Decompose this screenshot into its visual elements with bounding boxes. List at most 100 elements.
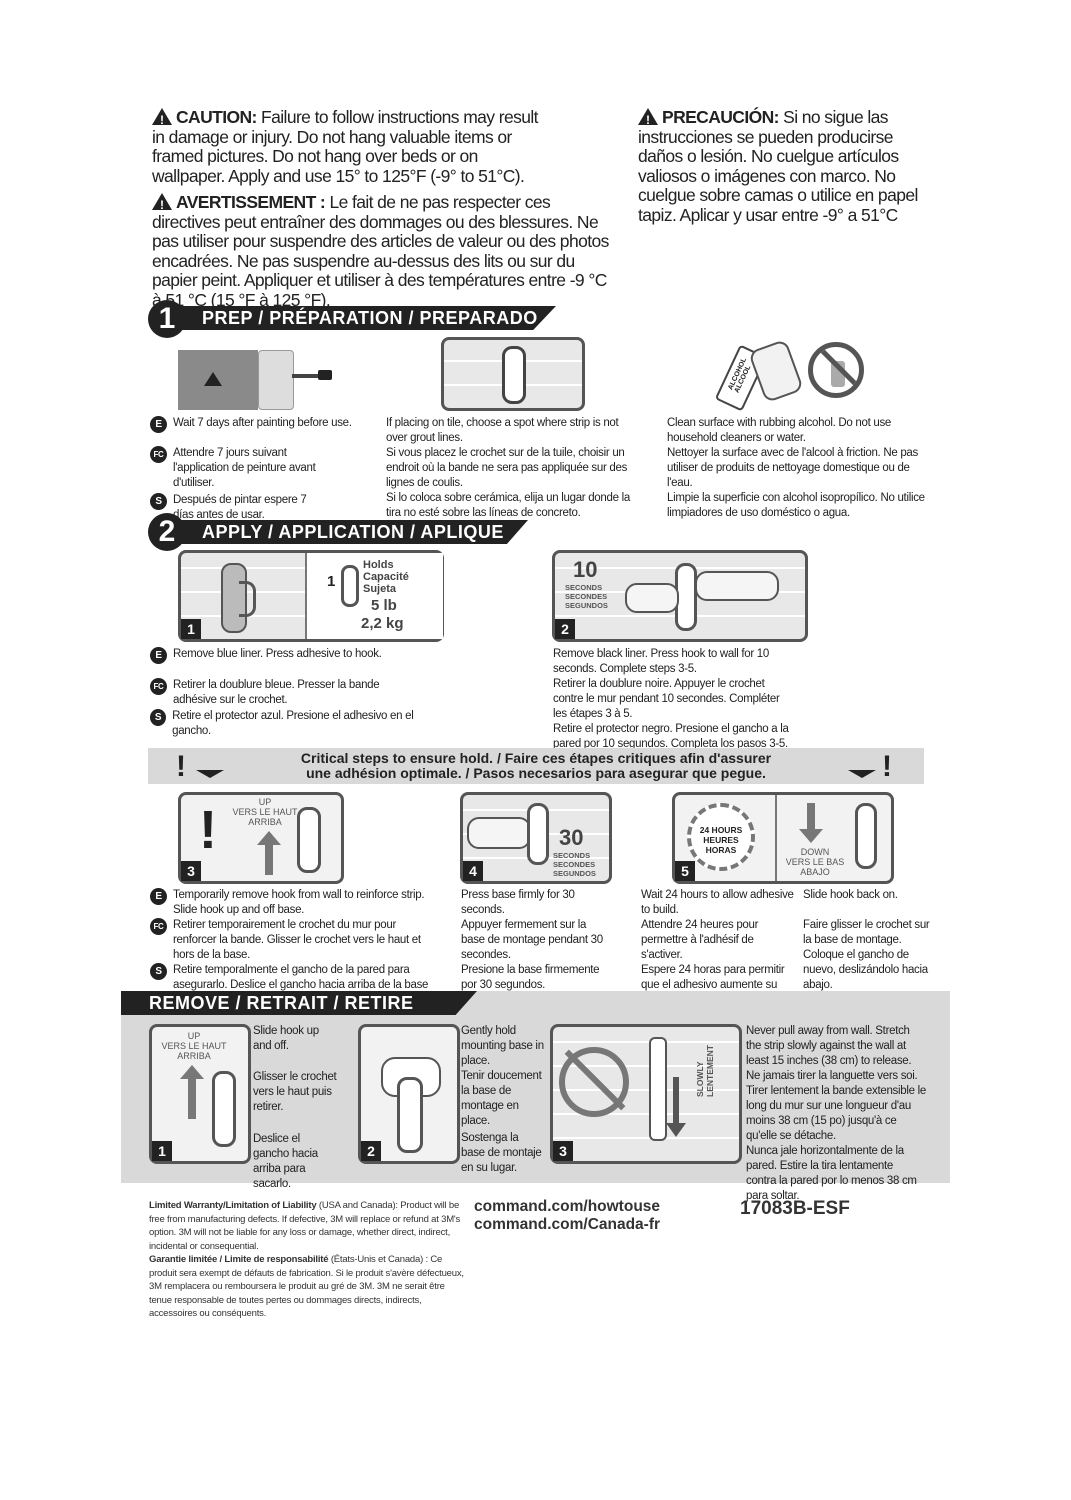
hours-label-fr: HEURES: [703, 835, 739, 845]
substep-2-tag: 2: [555, 619, 575, 639]
apply-step1-es: Retire el protector azul. Presione el ad…: [172, 710, 414, 737]
step5-en: Wait 24 hours to allow adhesive to build…: [641, 889, 794, 916]
warning-icon: [638, 108, 658, 131]
seconds-label-en: SECONDS: [565, 583, 603, 592]
step4-es: Presione la base firmemente por 30 segun…: [461, 964, 600, 991]
seconds-label-en: SECONDS: [553, 851, 591, 860]
capacity-lb: 5 lb: [371, 597, 397, 614]
remove-step3-tag: 3: [553, 1141, 573, 1161]
remove-step2-tag: 2: [361, 1141, 381, 1161]
up-label-fr: VERS LE HAUT: [232, 807, 298, 817]
caution-en: CAUTION: Failure to follow instructions …: [152, 106, 542, 186]
remove-step3-en: Never pull away from wall. Stretch the s…: [746, 1025, 912, 1067]
seconds-10: 10: [573, 557, 598, 582]
hook-icon: [341, 565, 359, 607]
step6-en: Slide hook back on.: [803, 889, 898, 901]
remove-step2-text: Gently hold mounting base in place. Teni…: [461, 1024, 545, 1176]
warranty-heading-fr: Garantie limitée / Limite de responsabil…: [149, 1254, 329, 1265]
exclamation-icon: !: [199, 800, 217, 860]
remove-step3-panel: SLOWLY LENTEMENT 3: [550, 1024, 742, 1164]
prep-tile-text-en: If placing on tile, choose a spot where …: [386, 417, 619, 444]
apply-step1-panel: 1 Holds Capacité Sujeta 5 lb 2,2 kg 1: [178, 550, 444, 642]
url-howtouse[interactable]: command.com/howtouse: [474, 1198, 661, 1215]
apply-step2-panel: 10 SECONDS SECONDES SEGUNDOS 2: [552, 550, 808, 642]
caution-text-fr: Le fait de ne pas respecter ces directiv…: [152, 192, 609, 310]
step6-fr: Faire glisser le crochet sur la base de …: [803, 919, 930, 946]
exclamation-right-icon: !: [882, 750, 892, 783]
caution-heading-fr: AVERTISSEMENT :: [176, 192, 326, 212]
remove-step3-fr: Ne jamais tirer la languette vers soi. T…: [746, 1070, 926, 1142]
capacity-kg: 2,2 kg: [361, 615, 404, 632]
lang-badge-fc: FC: [150, 678, 167, 695]
warning-icon: [152, 108, 172, 131]
arrow-down-icon: [799, 829, 823, 843]
lang-badge-s: S: [150, 963, 167, 980]
remove-step2-panel: 2: [358, 1024, 460, 1164]
remove-title-bar: REMOVE / RETRAIT / RETIRE: [121, 991, 477, 1015]
caution-text-es: Si no sigue las instrucciones se pueden …: [638, 107, 918, 225]
hook-quantity: 1: [327, 573, 336, 590]
step4-text: Press base firmly for 30 seconds. Appuye…: [461, 888, 611, 993]
prep-title: PREP / PRÉPARATION / PREPARADO: [202, 308, 538, 328]
seconds-label-es: SEGUNDOS: [553, 869, 596, 878]
arrow-down-icon: [673, 1077, 679, 1127]
remove-step3-text: Never pull away from wall. Stretch the s…: [746, 1024, 926, 1204]
paint-wall-illustration: [178, 350, 332, 410]
up-label-en: UP: [258, 797, 272, 807]
critical-banner: ! Critical steps to ensure hold. / Faire…: [148, 748, 924, 784]
step3-fr: Retirer temporairement le crochet du mur…: [173, 919, 421, 961]
no-pull-icon: [559, 1047, 629, 1117]
apply-step1-fr: Retirer la doublure bleue. Presser la ba…: [173, 679, 380, 706]
warranty-text-fr: (États-Unis et Canada) : Ce produit sera…: [149, 1254, 464, 1319]
remove-step1-en: Slide hook up and off.: [253, 1025, 319, 1052]
remove-step1-es: Deslice el gancho hacia arriba para saca…: [253, 1133, 318, 1190]
tile-illustration: [441, 337, 585, 411]
prep-text-en: Wait 7 days after painting before use.: [173, 417, 352, 429]
apply-step2-fr: Retirer la doublure noire. Appuyer le cr…: [553, 678, 780, 720]
down-label-es: ABAJO: [800, 867, 830, 877]
caution-heading-en: CAUTION:: [176, 107, 257, 127]
step6-es: Coloque el gancho de nuevo, deslizándolo…: [803, 949, 928, 991]
hours-label-en: 24 HOURS: [699, 825, 743, 835]
seconds-label-fr: SECONDES: [553, 860, 596, 869]
caution-heading-es: PRECAUCIÓN:: [662, 107, 779, 127]
step5-6-panel: 24 HOURS HEURES HORAS DOWN VERS LE BAS A…: [672, 792, 894, 884]
prep-tile-text-es: Si lo coloca sobre cerámica, elija un lu…: [386, 492, 630, 519]
up-label-es: ARRIBA: [248, 817, 282, 827]
exclamation-left-icon: !: [176, 750, 186, 783]
url-canada[interactable]: command.com/Canada-fr: [474, 1216, 661, 1233]
down-label-fr: VERS LE BAS: [785, 857, 845, 867]
prep-col3: Clean surface with rubbing alcohol. Do n…: [667, 416, 929, 521]
lang-badge-e: E: [150, 647, 167, 664]
step4-panel: 30 SECONDS SECONDES SEGUNDOS 4: [460, 792, 612, 884]
remove-step3-es: Nunca jale horizontalmente de la pared. …: [746, 1145, 917, 1202]
remove-section: [121, 991, 950, 1183]
caution-es: PRECAUCIÓN: Si no sigue las instruccione…: [638, 106, 923, 225]
footer-urls: command.com/howtouse command.com/Canada-…: [474, 1198, 660, 1234]
apply-step2-text: Remove black liner. Press hook to wall f…: [553, 647, 793, 752]
remove-step1-tag: 1: [152, 1141, 172, 1161]
prep-title-bar: PREP / PRÉPARATION / PREPARADO: [176, 306, 556, 330]
lang-badge-e: E: [150, 416, 167, 433]
caution-fr: AVERTISSEMENT : Le fait de ne pas respec…: [152, 191, 614, 310]
alcohol-illustration: ALCOHOL ALCOOL: [712, 338, 872, 412]
critical-line1: Critical steps to ensure hold. / Faire c…: [300, 750, 772, 766]
product-code: 17083B-ESF: [740, 1198, 850, 1219]
prep-text-fr: Attendre 7 jours suivant l'application d…: [173, 447, 316, 489]
apply-title-bar: APPLY / APPLICATION / APLIQUE: [176, 520, 528, 544]
step5-tag: 5: [675, 861, 695, 881]
substep-1-tag: 1: [181, 619, 201, 639]
arrow-down-right-icon: [848, 770, 876, 778]
warranty-text-en: (USA and Canada): Product will be free f…: [149, 1200, 461, 1252]
apply-step2-en: Remove black liner. Press hook to wall f…: [553, 648, 769, 675]
down-label-en: DOWN: [800, 847, 830, 857]
lang-badge-fc: FC: [150, 446, 167, 463]
holds-label-en: Holds: [363, 559, 394, 571]
holds-label-es: Sujeta: [363, 583, 397, 595]
prep-text-es: Después de pintar espere 7 días antes de…: [173, 494, 307, 521]
step4-en: Press base firmly for 30 seconds.: [461, 889, 575, 916]
step5-fr: Attendre 24 heures pour permettre à l'ad…: [641, 919, 759, 961]
